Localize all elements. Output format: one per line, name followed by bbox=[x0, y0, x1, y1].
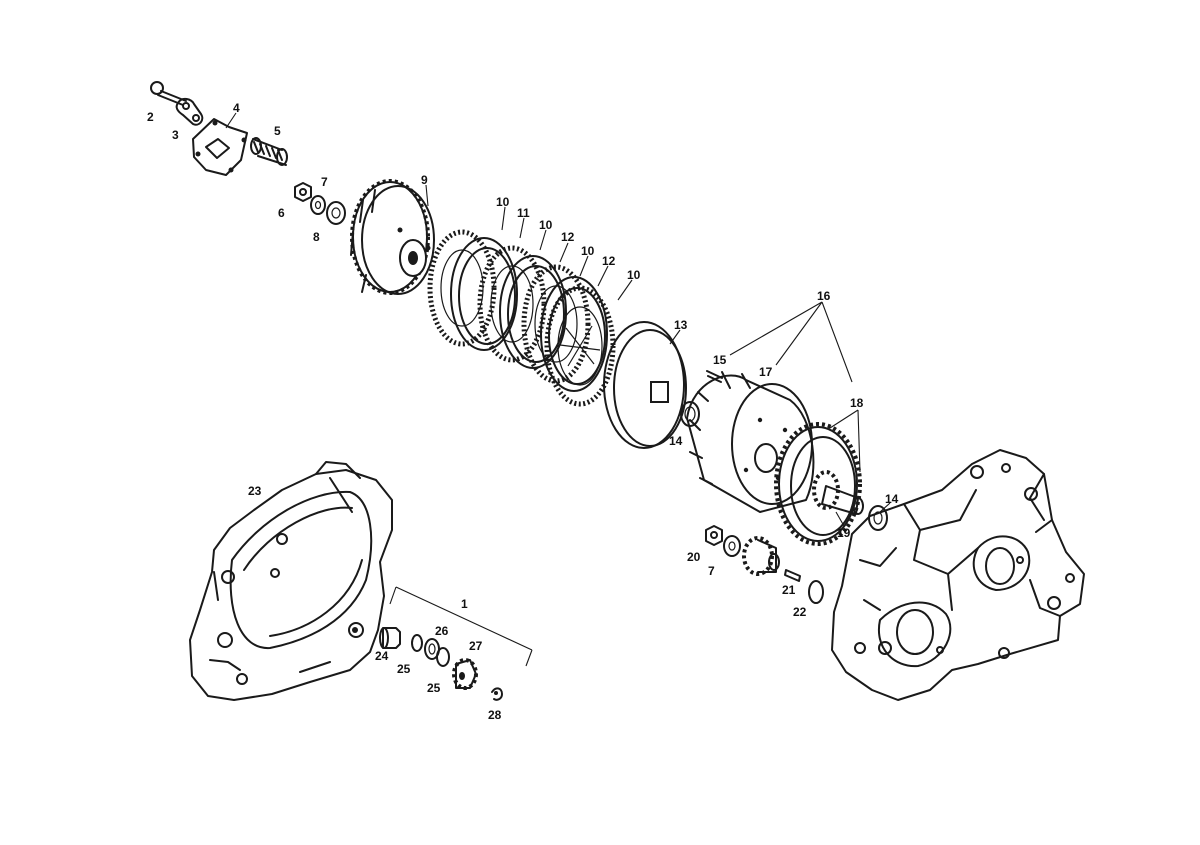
leader-11 bbox=[519, 217, 525, 239]
callout-9: 9 bbox=[421, 173, 428, 187]
leader-4 bbox=[225, 112, 237, 129]
callout-19: 19 bbox=[837, 526, 851, 540]
callout-23: 23 bbox=[248, 484, 262, 498]
callout-10b: 10 bbox=[539, 218, 553, 232]
part-17-clutch-basket bbox=[686, 371, 815, 513]
part-12-steel-plate-1 bbox=[499, 255, 567, 369]
callout-4: 4 bbox=[233, 101, 240, 115]
callout-22: 22 bbox=[793, 605, 807, 619]
callout-12b: 12 bbox=[602, 254, 616, 268]
callout-3: 3 bbox=[172, 128, 179, 142]
callout-11: 11 bbox=[517, 206, 530, 220]
callout-10a: 10 bbox=[496, 195, 510, 209]
callout-16: 16 bbox=[817, 289, 831, 303]
part-7-washer-lower bbox=[723, 535, 741, 557]
part-20-nut bbox=[705, 525, 723, 546]
callout-10c: 10 bbox=[581, 244, 595, 258]
part-8-washer bbox=[326, 201, 346, 225]
part-3-link-plate bbox=[175, 97, 204, 126]
leader-10a bbox=[501, 206, 506, 231]
callout-17: 17 bbox=[759, 365, 773, 379]
callout-15: 15 bbox=[713, 353, 727, 367]
leader-lines bbox=[225, 112, 891, 667]
part-19-shaft bbox=[821, 485, 864, 515]
part-13-thrust-plate bbox=[603, 321, 687, 449]
part-22-circlip bbox=[808, 580, 824, 604]
part-9-clutch-hub bbox=[350, 179, 435, 295]
leader-1-left bbox=[389, 586, 397, 605]
callout-24: 24 bbox=[375, 649, 389, 663]
part-7-washer bbox=[310, 195, 326, 215]
leader-12a bbox=[559, 242, 569, 263]
leader-14-right bbox=[879, 502, 891, 513]
callout-25b: 25 bbox=[427, 681, 441, 695]
callout-13: 13 bbox=[674, 318, 688, 332]
callout-8: 8 bbox=[313, 230, 320, 244]
callout-6: 6 bbox=[278, 206, 285, 220]
callout-25a: 25 bbox=[397, 662, 411, 676]
callout-18: 18 bbox=[850, 396, 864, 410]
leader-10c bbox=[579, 255, 589, 277]
part-6-nut bbox=[294, 182, 312, 202]
leader-13 bbox=[669, 329, 681, 345]
part-10-friction-plate-2 bbox=[477, 245, 547, 363]
part-4-pressure-plate bbox=[192, 118, 248, 176]
part-27-gear bbox=[452, 658, 478, 690]
callout-21: 21 bbox=[782, 583, 796, 597]
leader-1-bracket bbox=[395, 586, 533, 667]
part-21-key bbox=[784, 569, 801, 582]
part-12-steel-plate-2 bbox=[540, 276, 608, 392]
callout-26: 26 bbox=[435, 624, 449, 638]
part-14-washer-right bbox=[868, 505, 888, 531]
part-23-clutch-cover bbox=[189, 461, 393, 701]
leader-10b bbox=[539, 229, 547, 251]
leader-18 bbox=[829, 409, 861, 473]
part-24-bushing bbox=[379, 627, 401, 649]
callout-2: 2 bbox=[147, 110, 154, 124]
part-25-washer-b bbox=[436, 647, 450, 667]
callout-12a: 12 bbox=[561, 230, 575, 244]
callout-7b: 7 bbox=[708, 564, 715, 578]
part-25-washer-a bbox=[411, 634, 423, 652]
leader-9 bbox=[425, 184, 429, 207]
crankcase-half bbox=[831, 449, 1085, 701]
callout-7a: 7 bbox=[321, 175, 328, 189]
callout-5: 5 bbox=[274, 124, 281, 138]
part-2-bolt bbox=[150, 81, 187, 106]
leader-19 bbox=[835, 511, 845, 527]
part-10-friction-plate-3 bbox=[521, 264, 591, 384]
leader-10d bbox=[617, 279, 633, 301]
callout-20: 20 bbox=[687, 550, 701, 564]
leader-12b bbox=[597, 265, 609, 287]
clutch-plate-stack bbox=[427, 229, 616, 407]
small-drive-gear bbox=[742, 536, 780, 576]
part-28-circlip bbox=[491, 687, 503, 701]
callout-28: 28 bbox=[488, 708, 502, 722]
callout-labels: 1 2 3 4 5 6 7 8 9 10 11 10 12 10 12 10 1… bbox=[147, 101, 899, 722]
callout-14a: 14 bbox=[669, 434, 683, 448]
callout-10d: 10 bbox=[627, 268, 641, 282]
callout-1: 1 bbox=[461, 597, 468, 611]
callout-27: 27 bbox=[469, 639, 483, 653]
leader-16 bbox=[729, 301, 853, 383]
callout-14b: 14 bbox=[885, 492, 899, 506]
part-5-springs bbox=[250, 137, 288, 166]
part-10-friction-plate-1 bbox=[427, 229, 497, 347]
